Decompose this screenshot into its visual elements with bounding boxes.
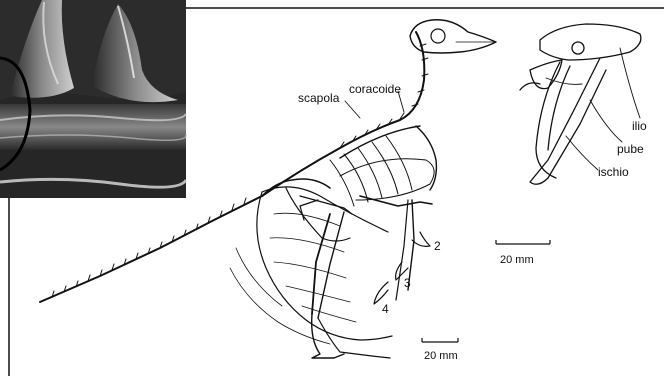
pelvis-scale-label: 20 mm (500, 254, 534, 266)
tail (40, 196, 262, 302)
body-pelvis (286, 188, 350, 241)
label-ilio: ilio (632, 119, 647, 133)
label-coracoide: coracoide (349, 82, 401, 96)
pelvis-drawing (520, 24, 641, 184)
spine (262, 32, 424, 196)
label-ischio: ischio (598, 165, 629, 179)
label-digit-3: 3 (404, 276, 411, 290)
skeleton-scale-bar (422, 338, 458, 342)
label-digit-2: 2 (434, 239, 441, 253)
wing-outline (257, 192, 392, 340)
fossil-photo-inset (0, 0, 186, 198)
pelvis-scale-bar (496, 240, 550, 244)
skeleton-scale-label: 20 mm (424, 350, 458, 362)
ilium (540, 24, 641, 60)
pubis (530, 58, 606, 184)
claw-2 (412, 232, 430, 246)
claw-4 (374, 282, 388, 304)
label-pube: pube (617, 142, 644, 156)
label-scapola: scapola (298, 91, 339, 105)
label-digit-4: 4 (382, 302, 389, 316)
